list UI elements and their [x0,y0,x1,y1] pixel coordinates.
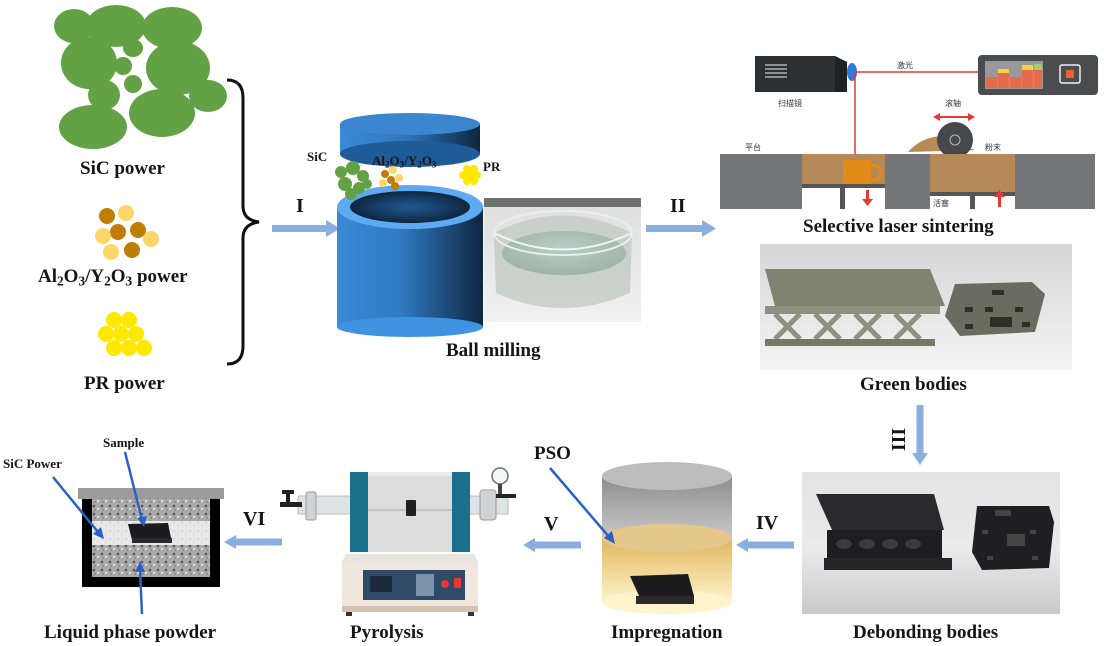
controller-icon [978,55,1098,95]
ball-milling-title: Ball milling [446,340,541,361]
arrow-step-6 [224,535,282,549]
arrow-step-1 [272,220,340,237]
roller-direction-arrow [933,113,975,121]
liquid-phase-callout-arrow [135,561,145,615]
arrow-step-5 [523,538,581,552]
sls-title: Selective laser sintering [803,216,994,237]
step-label-3: III [887,427,910,452]
sic-powder-label: SiC power [80,158,165,179]
sls-schematic: 扫描镜 激光 滚轴 粉末 平台 活塞 [720,55,1098,209]
pso-callout-arrow [549,467,615,544]
liquid-phase-title: Liquid phase powder [44,622,217,643]
sample-callout-label: Sample [103,435,145,450]
piston-label: 活塞 [933,198,949,208]
sic-particles-icon [54,5,227,149]
platform-label: 平台 [745,142,761,152]
jar-label-pr: PR [483,159,501,174]
jar-label-oxide: Al2O3/Y2O3 [372,153,437,170]
sic-powder-callout-arrow [52,476,104,539]
pyrolysis-title: Pyrolysis [350,622,424,643]
oxide-particles-icon [95,205,159,260]
green-bodies-photo [760,244,1072,370]
pr-particles-icon [98,312,152,356]
step-label-4: IV [756,512,779,534]
arrow-step-2 [646,220,716,237]
feed-up-arrow [994,190,1005,207]
oxide-powder-label: Al2O3/Y2O3 power [38,266,188,289]
milled-powder-photo [484,198,641,322]
sample-icon [128,523,172,543]
powder-label: 粉末 [985,142,1001,152]
sic-powder-callout-label: SiC Power [3,456,62,471]
ball-mill-jar-icon [335,113,483,337]
scanner-label: 扫描镜 [778,98,802,108]
green-bodies-title: Green bodies [860,374,967,395]
jar-label-sic: SiC [307,149,328,164]
sample-in-resin-icon [630,574,694,604]
pr-powder-label: PR power [84,373,165,394]
printed-part-icon [843,160,883,184]
impregnation-beaker [602,462,732,614]
impregnation-title: Impregnation [611,622,723,643]
arrow-step-4 [736,538,794,552]
build-down-arrow [862,190,873,206]
debonding-bodies-title: Debonding bodies [853,622,999,643]
step-label-1: I [296,195,304,217]
step-label-2: II [670,195,686,217]
tube-furnace-icon [280,467,516,616]
step-label-5: V [544,513,559,535]
step-label-6: VI [243,508,266,530]
pso-label: PSO [534,443,571,464]
brace-icon [226,78,260,366]
roller-label: 滚轴 [945,98,961,108]
sample-callout-arrow [123,451,147,527]
arrow-step-3 [912,405,928,465]
scanner-mirror-icon [755,56,857,92]
crucible-icon [78,488,224,587]
laser-label: 激光 [897,60,913,70]
debonding-bodies-photo [802,472,1060,614]
